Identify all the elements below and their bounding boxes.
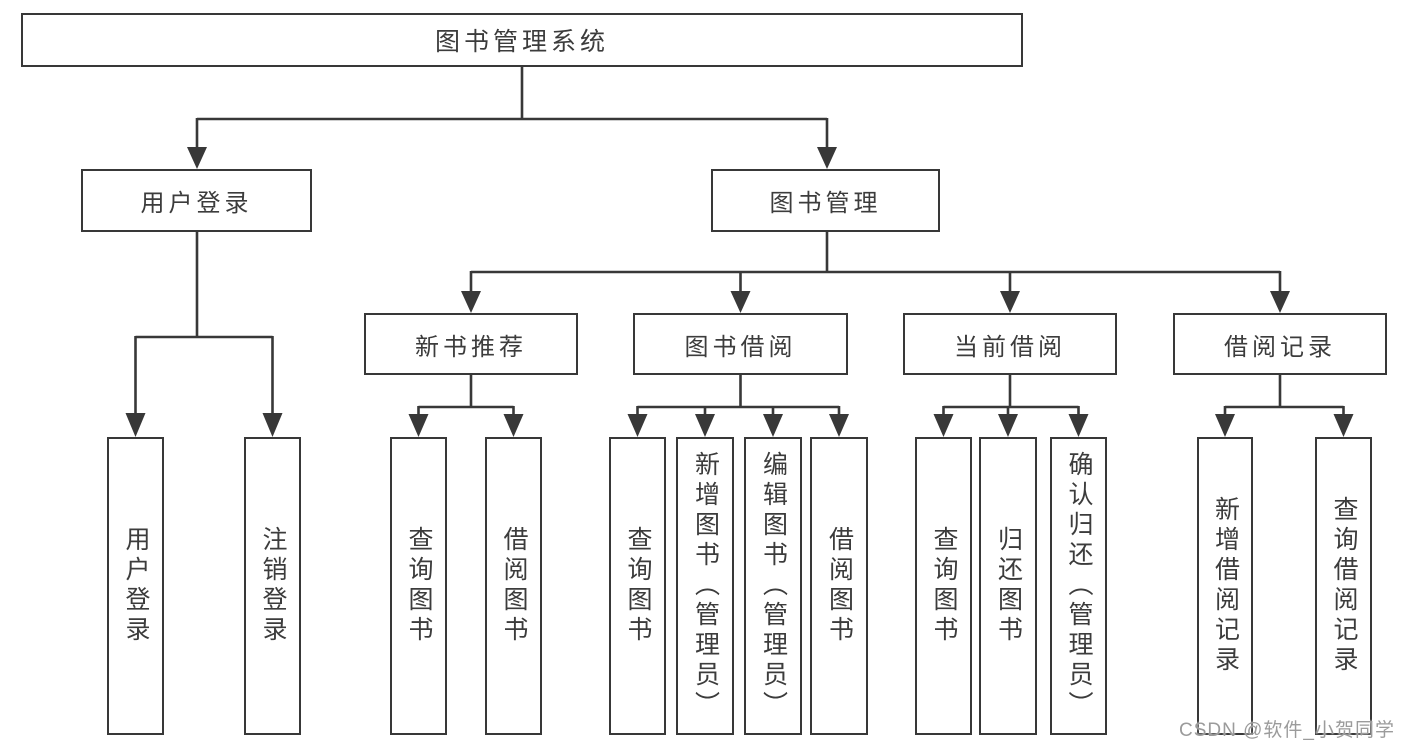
node-borrowing-records: 借阅记录 xyxy=(1173,313,1387,375)
node-label: 确认归还（管理员） xyxy=(1065,451,1093,721)
node-label: 图书借阅 xyxy=(684,333,797,361)
node-label: 当前借阅 xyxy=(954,333,1066,361)
node-label: 用户登录 xyxy=(122,526,150,646)
node-label: 借阅记录 xyxy=(1224,333,1336,361)
node-new-book-recommendation: 新书推荐 xyxy=(364,313,578,375)
node-label: 编辑图书（管理员） xyxy=(759,451,788,721)
leaf-borrow-books-borrowing: 借阅图书 xyxy=(810,437,868,735)
node-label: 查询图书 xyxy=(405,526,433,646)
watermark: CSDN @软件_小贺同学 xyxy=(1179,720,1395,741)
node-user-login: 用户登录 xyxy=(81,169,312,232)
node-label: 图书管理系统 xyxy=(434,28,609,56)
node-label: 新增图书（管理员） xyxy=(691,451,720,721)
node-label: 图书管理 xyxy=(769,190,882,217)
node-label: 查询借阅记录 xyxy=(1330,496,1358,676)
leaf-logout: 注销登录 xyxy=(244,437,301,735)
leaf-query-books-borrowing: 查询图书 xyxy=(609,437,666,735)
leaf-borrow-books-recommend: 借阅图书 xyxy=(485,437,542,735)
node-label: 查询图书 xyxy=(930,526,958,646)
leaf-add-borrow-record: 新增借阅记录 xyxy=(1197,437,1253,735)
leaf-confirm-return-admin: 确认归还（管理员） xyxy=(1050,437,1107,735)
leaf-query-books-current: 查询图书 xyxy=(915,437,972,735)
node-label: 查询图书 xyxy=(624,526,652,646)
node-label: 新书推荐 xyxy=(415,333,527,361)
node-label: 注销登录 xyxy=(259,526,287,646)
node-book-borrowing: 图书借阅 xyxy=(633,313,848,375)
leaf-return-books: 归还图书 xyxy=(979,437,1037,735)
node-library-system: 图书管理系统 xyxy=(21,13,1023,67)
node-label: 新增借阅记录 xyxy=(1211,496,1240,676)
node-label: 归还图书 xyxy=(994,526,1023,646)
leaf-add-books-admin: 新增图书（管理员） xyxy=(676,437,734,735)
leaf-user-login: 用户登录 xyxy=(107,437,164,735)
node-current-borrowing: 当前借阅 xyxy=(903,313,1117,375)
leaf-query-borrow-record: 查询借阅记录 xyxy=(1315,437,1372,735)
node-label: 借阅图书 xyxy=(825,526,854,646)
leaf-edit-books-admin: 编辑图书（管理员） xyxy=(744,437,802,735)
node-label: 借阅图书 xyxy=(500,526,528,646)
node-label: 用户登录 xyxy=(140,190,253,217)
leaf-query-books-recommend: 查询图书 xyxy=(390,437,447,735)
node-book-management: 图书管理 xyxy=(711,169,940,232)
